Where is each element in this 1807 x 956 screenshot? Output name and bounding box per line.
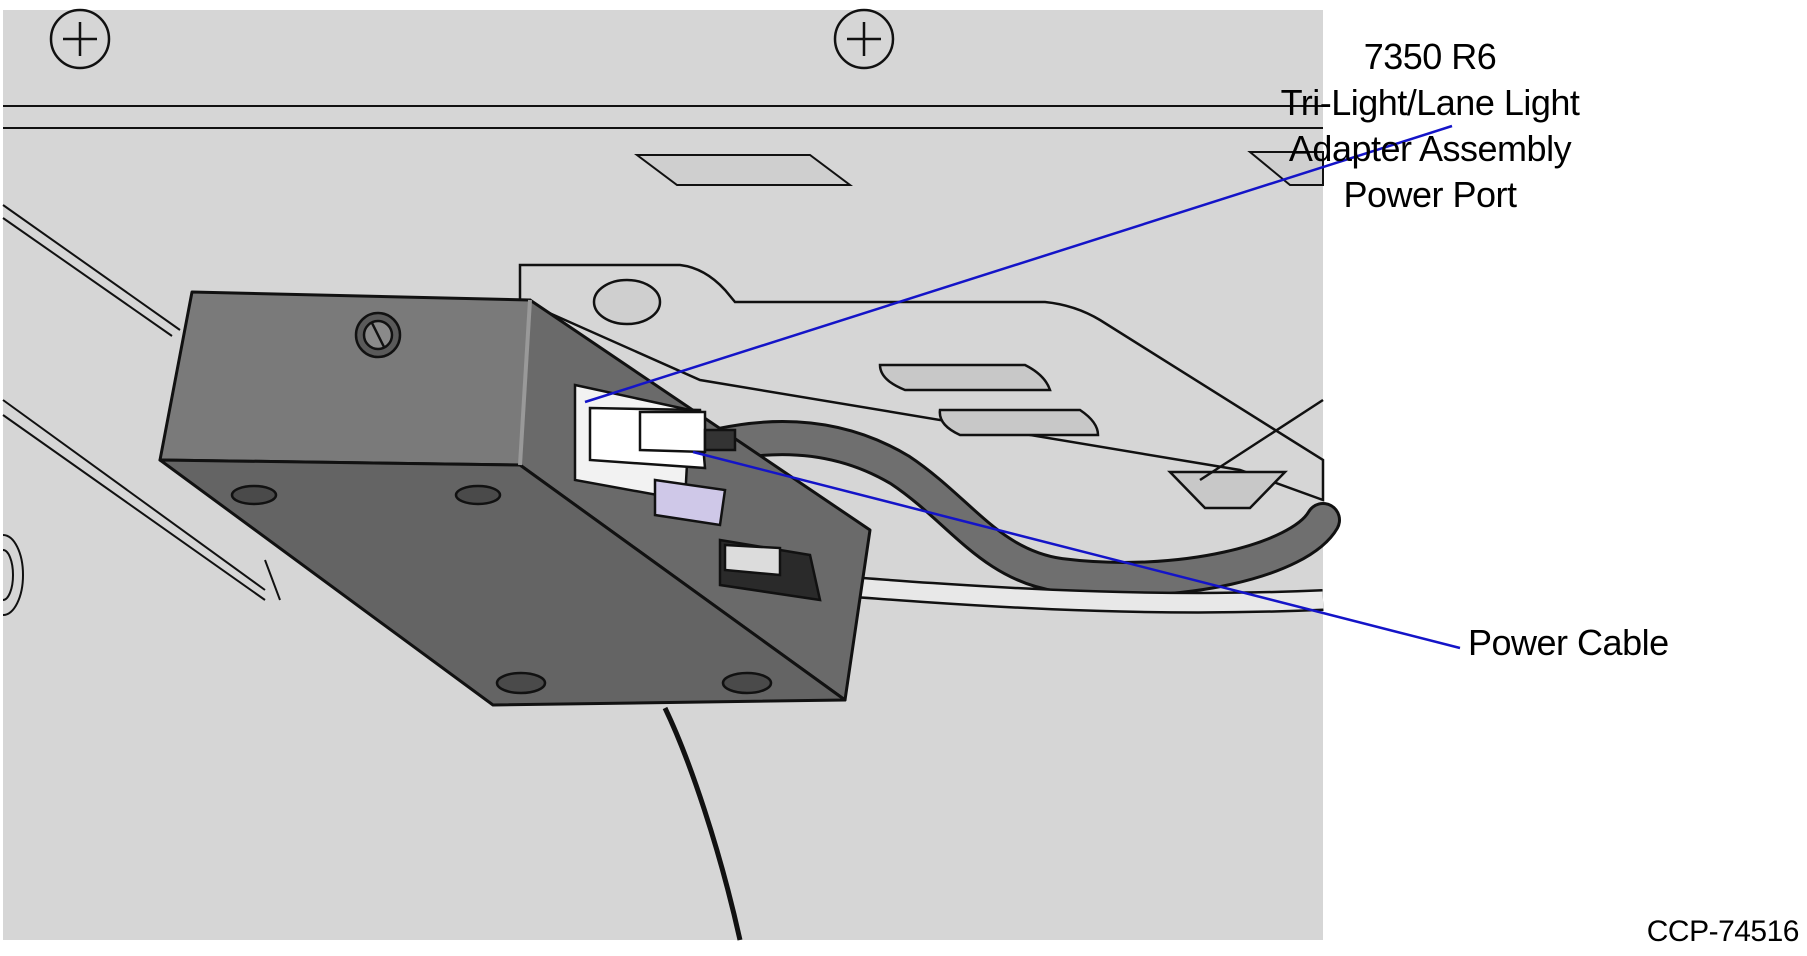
callout-line: Adapter Assembly xyxy=(1288,128,1572,169)
callout-line: Tri-Light/Lane Light xyxy=(1280,82,1580,123)
leader-lines xyxy=(584,124,1461,650)
box-standoff xyxy=(230,484,773,695)
panel-screw-icon xyxy=(49,8,111,70)
callout-line: Power Port xyxy=(1343,174,1517,215)
callout-line: 7350 R6 xyxy=(1363,36,1497,77)
box-screw-icon xyxy=(354,311,402,359)
power-cable-callout: Power Cable xyxy=(1468,622,1669,663)
cable-leader-line xyxy=(692,450,1461,650)
mounting-bracket xyxy=(518,263,1325,510)
panel-slot xyxy=(634,151,1324,186)
adapter-port xyxy=(573,383,822,602)
bracket-edge xyxy=(2,204,281,601)
figure-id: CCP-74516 xyxy=(1646,915,1800,948)
left-edge-screw xyxy=(2,534,24,616)
port-leader-line xyxy=(584,124,1453,404)
panel-screw-icon xyxy=(833,8,895,70)
power-port-callout: 7350 R6 Tri-Light/Lane Light Adapter Ass… xyxy=(1230,34,1630,218)
panel-rail xyxy=(3,105,1323,129)
